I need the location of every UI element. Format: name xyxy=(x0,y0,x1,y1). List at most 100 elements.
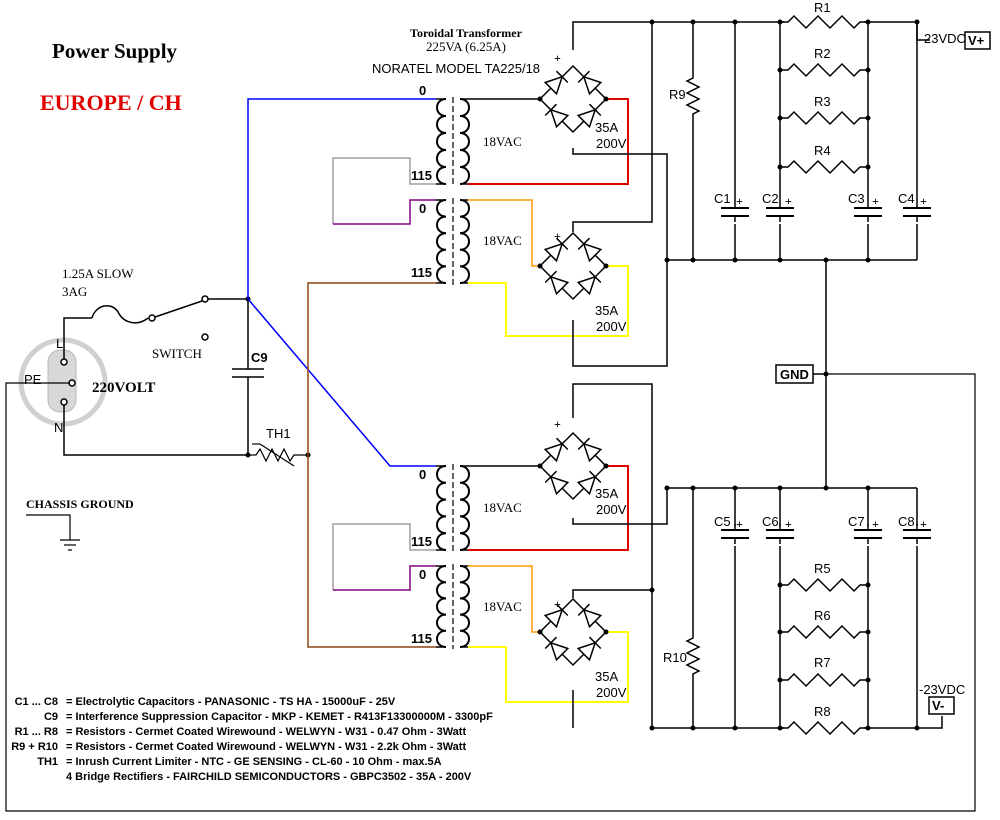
resistor xyxy=(780,624,868,640)
resistor xyxy=(780,14,868,30)
tap-115-c: 115 xyxy=(411,534,432,549)
bridge-labels: + 35A 200V + 35A 200V + 35A 200V + 35A 2… xyxy=(554,51,627,700)
secondary-1-voltage: 18VAC xyxy=(483,134,522,149)
legend-desc: = Inrush Current Limiter - NTC - GE SENS… xyxy=(66,756,442,768)
pos-voltage-label: 23VDC xyxy=(924,31,966,46)
chassis-ground-symbol xyxy=(26,514,80,551)
fuse-type-label: 3AG xyxy=(62,284,87,299)
svg-text:+: + xyxy=(554,229,561,243)
secondary-3-voltage: 18VAC xyxy=(483,500,522,515)
component-labels: R1 R2 R3 R4 R5 R6 R7 R8 R9 R10 C1 C2 C3 … xyxy=(663,0,927,719)
electrolytic-capacitor xyxy=(721,524,749,544)
diode xyxy=(582,75,603,96)
transformer-windings xyxy=(436,97,470,649)
pin-n-label: N xyxy=(54,420,63,435)
svg-text:+: + xyxy=(920,517,927,531)
svg-text:+: + xyxy=(736,194,743,208)
primary-wire-brown-top xyxy=(307,282,436,455)
v-plus-terminal: V+ xyxy=(964,31,991,50)
diode xyxy=(582,442,603,463)
svg-text:200V: 200V xyxy=(596,502,627,517)
legend-desc: = Interference Suppression Capacitor - M… xyxy=(66,711,493,723)
winding xyxy=(459,199,470,284)
purple-link-bottom xyxy=(333,565,436,591)
resistor xyxy=(685,630,701,682)
resistor xyxy=(780,110,868,126)
legend-ref: C1 ... C8 xyxy=(15,696,58,708)
svg-text:R3: R3 xyxy=(814,94,831,109)
neg-voltage-label: -23VDC xyxy=(919,682,965,697)
secondary-4-voltage: 18VAC xyxy=(483,599,522,614)
winding xyxy=(436,565,447,648)
fuse xyxy=(91,305,156,324)
svg-text:+: + xyxy=(872,517,879,531)
pe-ground-wire xyxy=(5,373,976,812)
svg-text:R5: R5 xyxy=(814,561,831,576)
bridge-rectifier xyxy=(537,64,609,134)
svg-text:+: + xyxy=(554,597,561,611)
svg-text:C8: C8 xyxy=(898,514,915,529)
svg-text:35A: 35A xyxy=(595,303,618,318)
svg-text:C6: C6 xyxy=(762,514,779,529)
electrolytic-capacitor xyxy=(721,202,749,222)
resistor xyxy=(685,70,701,122)
mains-inlet: L N PE xyxy=(18,336,108,435)
capacitor-bank xyxy=(721,202,931,544)
svg-text:R1: R1 xyxy=(814,0,831,15)
electrolytic-capacitor xyxy=(766,202,794,222)
legend-desc: = Electrolytic Capacitors - PANASONIC - … xyxy=(66,696,396,708)
svg-text:R6: R6 xyxy=(814,608,831,623)
winding xyxy=(459,465,470,551)
resistor xyxy=(780,672,868,688)
fuse-rating-label: 1.25A SLOW xyxy=(62,266,134,281)
svg-text:R8: R8 xyxy=(814,704,831,719)
svg-text:35A: 35A xyxy=(595,669,618,684)
tap-0-a: 0 xyxy=(419,201,426,216)
winding xyxy=(436,465,447,551)
svg-text:+: + xyxy=(785,517,792,531)
winding xyxy=(459,565,470,648)
svg-text:GND: GND xyxy=(780,367,809,382)
svg-text:+: + xyxy=(920,194,927,208)
resistor xyxy=(780,62,868,78)
svg-text:R10: R10 xyxy=(663,650,687,665)
secondary-wire-yellow-bottom xyxy=(468,631,629,703)
winding xyxy=(436,98,447,185)
chassis-ground-label: CHASSIS GROUND xyxy=(26,497,134,511)
bridge-rectifier xyxy=(537,431,609,501)
tap-0-top: 0 xyxy=(419,83,426,98)
diode xyxy=(582,242,603,263)
resistor xyxy=(780,720,868,736)
transformer-title: Toroidal Transformer xyxy=(410,26,523,40)
resistor-network xyxy=(685,14,868,736)
svg-text:C1: C1 xyxy=(714,191,731,206)
region-label: EUROPE / CH xyxy=(40,90,182,115)
svg-text:C2: C2 xyxy=(762,191,779,206)
secondary-wire-orange-bottom xyxy=(468,565,541,633)
svg-text:R9: R9 xyxy=(669,87,686,102)
legend-ref: R9 + R10 xyxy=(11,741,58,753)
primary-wire-blue-top xyxy=(247,98,436,299)
transformer-rating: 225VA (6.25A) xyxy=(426,39,506,54)
diode xyxy=(576,475,597,496)
svg-text:+: + xyxy=(554,51,561,65)
transformer-model: NORATEL MODEL TA225/18 xyxy=(372,61,540,76)
electrolytic-capacitor xyxy=(854,202,882,222)
winding xyxy=(459,98,470,185)
svg-text:C3: C3 xyxy=(848,191,865,206)
svg-text:V-: V- xyxy=(932,698,944,713)
switch-label: SWITCH xyxy=(152,346,202,361)
pin-l-label: L xyxy=(56,336,63,351)
purple-link-top xyxy=(333,199,436,225)
tap-115-a: 115 xyxy=(411,168,432,183)
bridge-rectifier xyxy=(537,231,609,301)
secondary-2-voltage: 18VAC xyxy=(483,233,522,248)
svg-text:V+: V+ xyxy=(968,33,985,48)
electrolytic-capacitor xyxy=(766,524,794,544)
svg-text:C7: C7 xyxy=(848,514,865,529)
dc-rail-wiring xyxy=(572,21,943,729)
diode xyxy=(549,475,570,496)
primary-wire-blue-bottom xyxy=(247,298,436,467)
diode xyxy=(543,242,564,263)
th1-label: TH1 xyxy=(266,426,291,441)
